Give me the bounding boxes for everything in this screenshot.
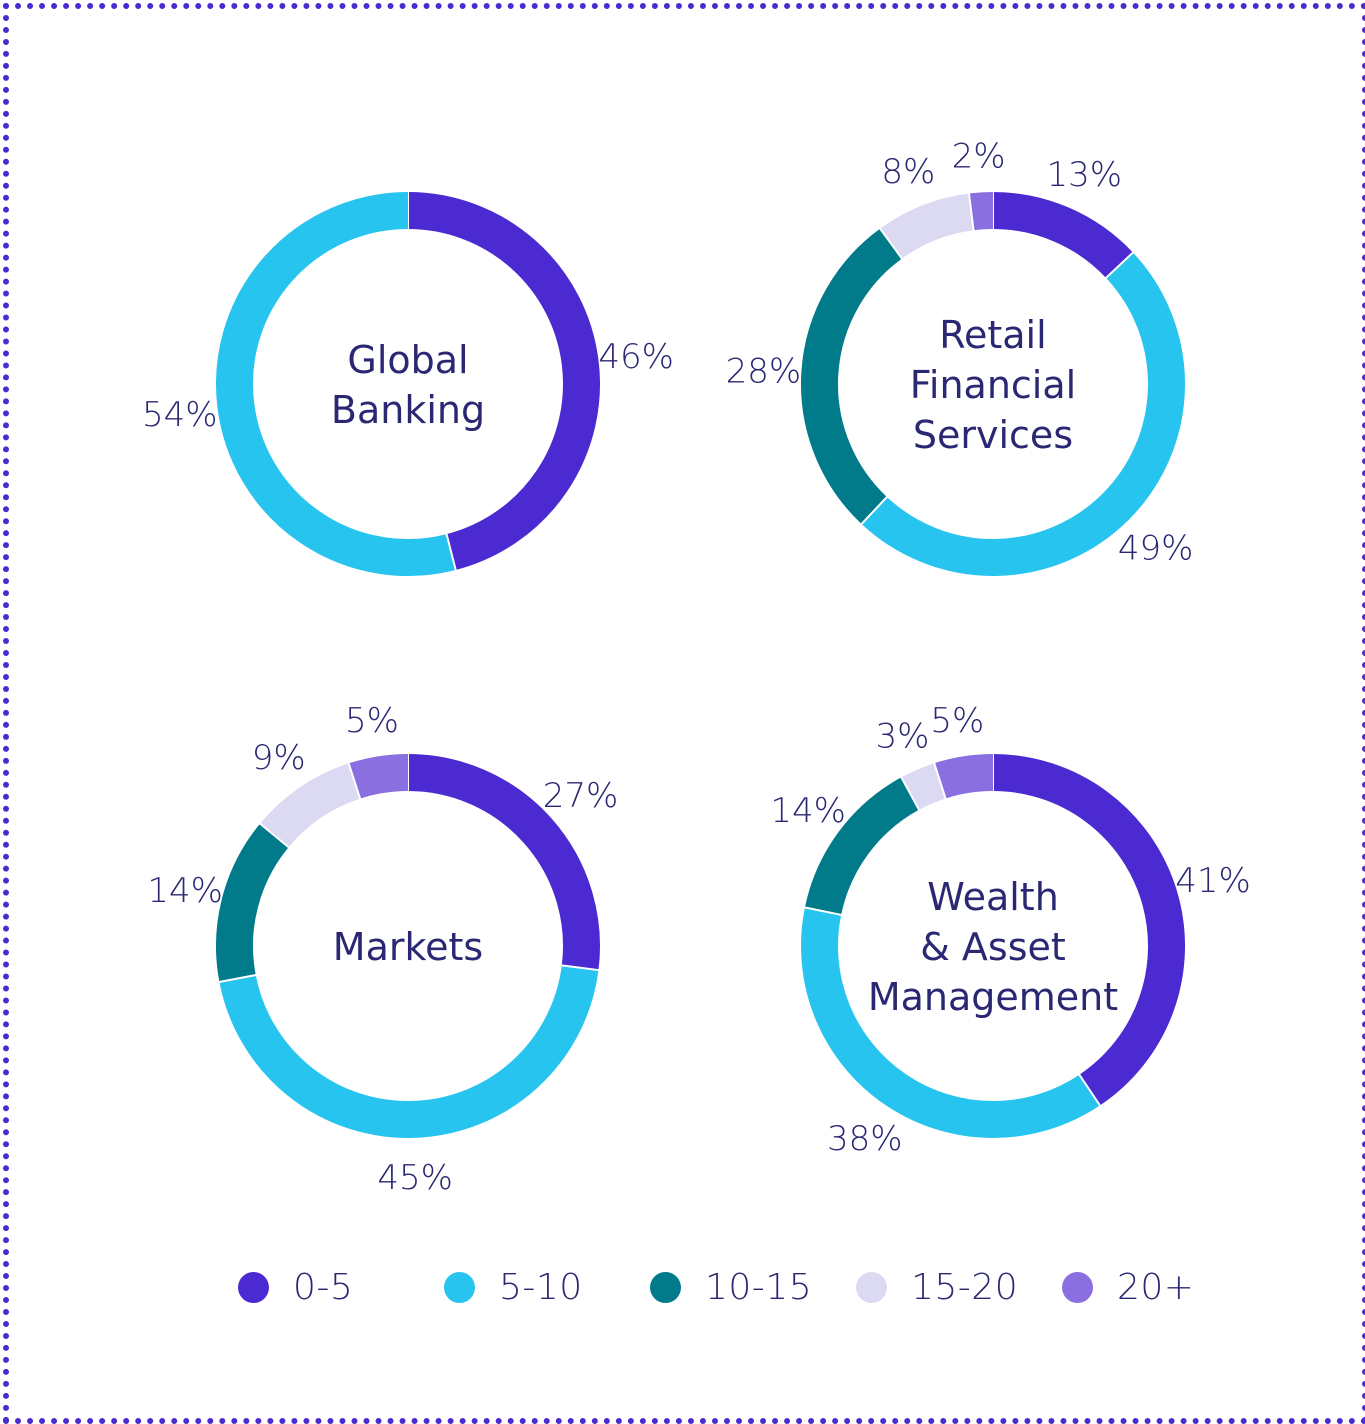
segment-separator [860, 495, 889, 526]
donut-segment-20+ [934, 754, 994, 799]
legend-swatch [1062, 1271, 1093, 1303]
donut-segment-15-20 [880, 193, 975, 259]
legend-item-15-20: 15-20 [856, 1265, 1018, 1309]
legend-label: 10-15 [705, 1266, 813, 1308]
chart-title-line: Wealth [927, 875, 1059, 919]
donut-segment-10-15 [801, 228, 903, 524]
donut-segment-15-20 [901, 763, 946, 810]
donut-segment-5-10 [801, 907, 1100, 1138]
segment-separator [445, 532, 457, 572]
donut-segment-10-15 [804, 777, 920, 916]
segment-separator [878, 227, 904, 260]
segment-separator [218, 973, 257, 984]
data-label: 2% [952, 136, 1006, 176]
donut-segment-10-15 [216, 823, 289, 982]
chart-title-line: Markets [333, 925, 483, 969]
chart-title-line: Services [913, 413, 1073, 457]
data-label: 41% [1175, 861, 1251, 901]
legend-swatch [444, 1271, 475, 1303]
legend-label: 15-20 [911, 1266, 1019, 1308]
legend-item-0-5: 0-5 [238, 1265, 353, 1309]
donut-segment-0-5 [992, 754, 1185, 1106]
data-label: 14% [770, 791, 846, 831]
data-label: 54% [142, 395, 218, 435]
data-label: 5% [930, 701, 984, 741]
segment-separator [932, 761, 947, 800]
data-label: 13% [1047, 155, 1123, 195]
chart-title-line: & Asset [920, 925, 1066, 969]
donut-segment-20+ [348, 754, 409, 799]
donut-segment-5-10 [216, 192, 456, 576]
data-label: 9% [252, 738, 306, 778]
legend-label: 0-5 [293, 1266, 354, 1308]
chart-title-line: Retail [939, 313, 1046, 357]
legend-swatch [650, 1271, 681, 1303]
segment-separator [899, 775, 921, 812]
data-label: 28% [726, 352, 802, 392]
legend-item-10-15: 10-15 [650, 1265, 812, 1309]
chart-title-line: Banking [331, 388, 485, 432]
legend-item-5-10: 5-10 [444, 1265, 583, 1309]
data-label: 45% [377, 1158, 453, 1198]
data-label: 8% [881, 152, 935, 192]
data-label: 27% [543, 776, 619, 816]
data-label: 3% [876, 717, 930, 757]
donut-segment-0-5 [407, 192, 600, 570]
data-label: 5% [345, 701, 399, 741]
legend-label: 20+ [1117, 1266, 1195, 1308]
segment-separator [967, 192, 975, 232]
donut-segment-0-5 [407, 754, 600, 971]
donut-segment-0-5 [992, 192, 1133, 279]
segment-separator [258, 822, 290, 849]
segment-separator [803, 906, 843, 917]
chart-title-line: Financial [910, 363, 1076, 407]
data-label: 38% [827, 1119, 903, 1159]
legend-item-20-plus: 20+ [1062, 1265, 1194, 1309]
segment-separator [1077, 1073, 1102, 1107]
chart-title-line: Management [868, 975, 1118, 1019]
chart-title-line: Global [347, 338, 468, 382]
donut-chart: 27% 45% 14% 9% 5% Markets [147, 701, 618, 1198]
legend-swatch [238, 1271, 269, 1303]
data-label: 14% [147, 871, 223, 911]
segment-separator [347, 762, 362, 800]
donut-segment-5-10 [219, 965, 599, 1138]
segment-separator [1104, 251, 1135, 280]
legend-swatch [856, 1271, 887, 1303]
data-label: 49% [1118, 529, 1194, 569]
legend: 0-5 5-10 10-15 15-20 20+ [238, 1265, 1238, 1309]
donut-segment-5-10 [861, 252, 1186, 577]
segment-separator [560, 964, 600, 972]
data-label: 46% [598, 337, 674, 377]
legend-label: 5-10 [499, 1266, 583, 1308]
donut-segment-15-20 [260, 763, 361, 848]
donut-segment-20+ [968, 192, 994, 231]
